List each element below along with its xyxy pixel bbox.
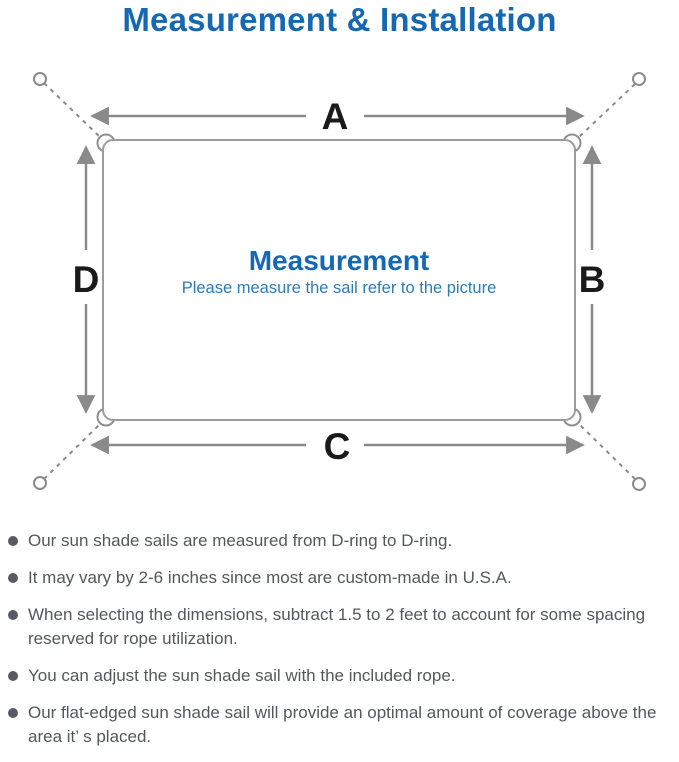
dimension-arrow-d: D: [73, 145, 100, 414]
dimension-arrow-a: A: [90, 96, 585, 137]
note-text: When selecting the dimensions, subtract …: [28, 605, 646, 648]
tension-line-top-right: [577, 83, 636, 139]
page-title: Measurement & Installation: [122, 1, 557, 38]
sail-rectangle: [102, 139, 576, 421]
dimension-arrow-b: B: [579, 145, 606, 414]
measurement-diagram: A C D B Measurement Please measure the s…: [0, 55, 679, 520]
diagram-center-subtitle: Please measure the sail refer to the pic…: [182, 279, 497, 297]
anchor-ring-top-right: [632, 72, 646, 86]
notes-list: Our sun shade sails are measured from D-…: [8, 529, 676, 762]
list-item: Our flat-edged sun shade sail will provi…: [8, 701, 676, 749]
bullet-icon: [8, 610, 18, 620]
list-item: When selecting the dimensions, subtract …: [8, 603, 676, 651]
dimension-label-d: D: [73, 259, 100, 300]
list-item: It may vary by 2-6 inches since most are…: [8, 566, 676, 590]
dimension-label-a: A: [322, 96, 349, 137]
tension-line-bottom-left: [43, 422, 102, 480]
note-text: It may vary by 2-6 inches since most are…: [28, 568, 512, 587]
dimension-arrow-c: C: [90, 426, 585, 467]
bullet-icon: [8, 671, 18, 681]
anchor-ring-bottom-left: [33, 476, 47, 490]
tension-line-bottom-right: [577, 422, 636, 480]
dimension-label-b: B: [579, 259, 606, 300]
list-item: Our sun shade sails are measured from D-…: [8, 529, 676, 553]
tension-line-top-left: [43, 82, 102, 139]
bullet-icon: [8, 708, 18, 718]
note-text: You can adjust the sun shade sail with t…: [28, 666, 456, 685]
list-item: You can adjust the sun shade sail with t…: [8, 664, 676, 688]
anchor-ring-bottom-right: [632, 477, 646, 491]
bullet-icon: [8, 573, 18, 583]
dimension-label-c: C: [324, 426, 351, 467]
anchor-ring-top-left: [33, 72, 47, 86]
note-text: Our flat-edged sun shade sail will provi…: [28, 703, 657, 746]
diagram-center-title: Measurement: [249, 245, 430, 276]
measurement-diagram-svg: A C D B Measurement Please measure the s…: [33, 72, 646, 491]
bullet-icon: [8, 536, 18, 546]
note-text: Our sun shade sails are measured from D-…: [28, 531, 453, 550]
